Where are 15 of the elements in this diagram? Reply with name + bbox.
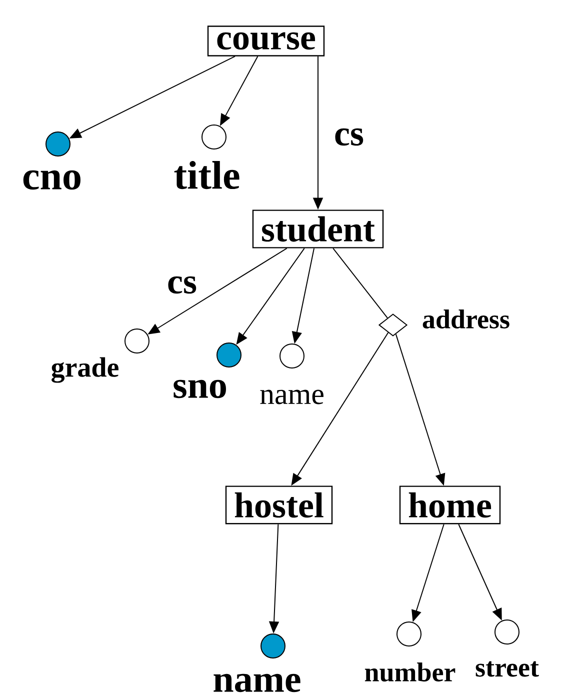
attribute-label: name <box>260 390 324 404</box>
attribute-label: title <box>174 160 240 190</box>
attribute-label: cno <box>23 170 80 190</box>
edge-label: cs <box>166 275 198 295</box>
entity-box: course <box>207 26 325 56</box>
edge-label: cs <box>333 127 365 147</box>
attribute-label: address <box>422 310 510 328</box>
entity-box: home <box>399 486 501 524</box>
attribute-label: sno <box>174 380 226 398</box>
attribute-label: grade <box>52 357 118 383</box>
attribute-label: name <box>214 674 300 692</box>
attribute-label: number <box>364 662 456 682</box>
entity-box: hostel <box>225 486 333 524</box>
attribute-label: street <box>476 661 539 677</box>
entity-box: student <box>252 210 384 248</box>
